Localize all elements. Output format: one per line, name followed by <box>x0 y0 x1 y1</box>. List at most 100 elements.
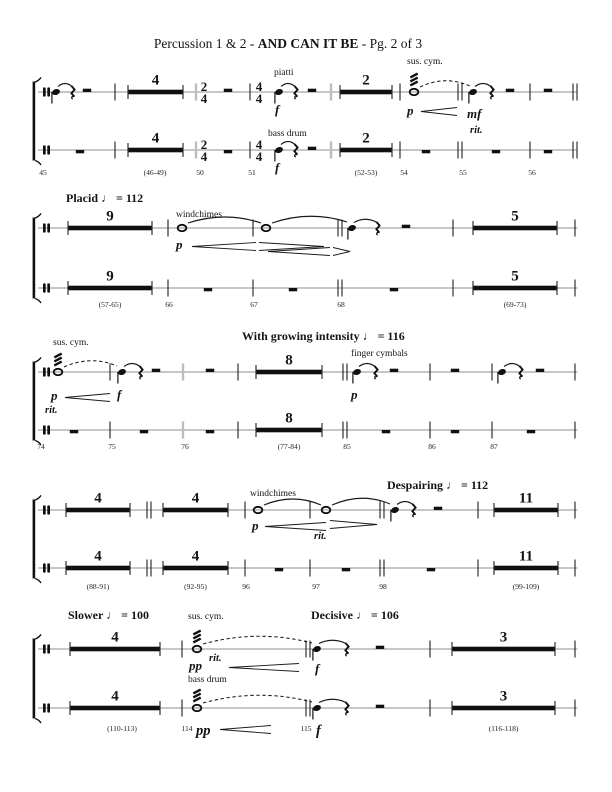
multirest-count: 4 <box>192 491 200 507</box>
time-signature-numerator: 2 <box>201 79 208 94</box>
slur <box>331 497 391 506</box>
measure-number: 86 <box>428 442 436 451</box>
half-rest <box>82 88 92 92</box>
dynamic-p: p <box>251 518 259 533</box>
measure-number: (99-109) <box>513 582 540 591</box>
slur <box>271 215 348 224</box>
dynamic-f: f <box>315 661 321 676</box>
measure-number: 67 <box>250 300 258 309</box>
multimeasure-rest <box>67 221 153 295</box>
measure-number: 51 <box>248 168 256 177</box>
quarter-rest <box>293 143 299 159</box>
half-rest <box>535 368 545 372</box>
dynamic-f: f <box>117 387 123 402</box>
multirest-count: 11 <box>519 549 533 565</box>
multirest-count: 2 <box>362 73 370 89</box>
tie <box>353 218 378 224</box>
half-rest <box>307 88 317 92</box>
barlines <box>114 83 578 159</box>
half-rest <box>433 506 443 510</box>
time-signature-denominator: 4 <box>201 91 208 106</box>
rit-marking: rit. <box>314 531 327 542</box>
whole-rest <box>381 430 391 434</box>
system-bracket <box>32 213 42 304</box>
rit-marking: rit. <box>209 653 222 664</box>
measure-number: (46-49) <box>144 168 167 177</box>
tie <box>280 140 296 145</box>
quarter-rest <box>293 85 299 101</box>
multimeasure-rest <box>451 642 556 715</box>
tempo-marking: Placid ♩ = 112 <box>66 191 143 205</box>
tie <box>396 500 414 505</box>
system-bracket <box>32 77 42 166</box>
multimeasure-rest <box>472 221 558 295</box>
crescendo-hairpin <box>420 107 458 116</box>
whole-rest <box>421 150 431 154</box>
measure-number: 96 <box>242 582 250 591</box>
dynamic-f: f <box>275 102 281 117</box>
multirest-count: 5 <box>511 209 519 225</box>
measure-number: 54 <box>400 168 408 177</box>
time-signature-numerator: 4 <box>256 137 263 152</box>
whole-rest <box>75 150 85 154</box>
measure-number: (110-113) <box>107 724 137 733</box>
multimeasure-rest <box>493 503 559 575</box>
quarter-note <box>497 367 507 384</box>
quarter-rest <box>373 365 379 381</box>
barlines-gray <box>194 83 333 159</box>
barlines <box>109 363 576 439</box>
dynamic-f: f <box>275 160 281 175</box>
whole-rest <box>69 430 79 434</box>
whole-rest <box>205 430 215 434</box>
multirest-count: 3 <box>500 630 508 646</box>
dynamic-p: p <box>175 237 183 252</box>
whole-rest <box>450 430 460 434</box>
tie <box>318 698 347 704</box>
measure-number: (77-84) <box>278 442 301 451</box>
system-4: 4 4 4 4 windchimes p rit. Despairing ♩ =… <box>32 478 578 591</box>
multimeasure-rest <box>127 85 184 157</box>
instrument-label: piatti <box>274 68 294 78</box>
barlines <box>181 640 576 717</box>
system-5: Slower ♩ = 100 sus. cym. Decisive ♩ = 10… <box>32 608 578 739</box>
measure-number: (88-91) <box>87 582 110 591</box>
half-rest <box>375 645 385 649</box>
whole-rest <box>426 568 436 572</box>
measure-number: 55 <box>459 168 467 177</box>
measure-number: 75 <box>108 442 116 451</box>
tempo-marking: Despairing ♩ = 112 <box>387 478 488 492</box>
half-rest <box>389 368 399 372</box>
dashed-tie <box>202 635 313 645</box>
quarter-note <box>51 87 61 104</box>
whole-rest <box>274 568 284 572</box>
dynamic-p: p <box>406 103 414 118</box>
multirest-count: 3 <box>500 689 508 705</box>
instrument-label: bass drum <box>188 675 227 685</box>
half-rest <box>401 224 411 228</box>
measure-number: 114 <box>181 724 192 733</box>
half-rest <box>205 368 215 372</box>
quarter-rest <box>489 85 495 101</box>
instrument-label: finger cymbals <box>351 348 408 359</box>
half-rest <box>151 368 161 372</box>
dynamic-pp: pp <box>188 658 203 673</box>
system-3: sus. cym. With growing intensity ♩ = 116… <box>32 329 578 451</box>
instrument-label: bass drum <box>268 129 307 139</box>
multimeasure-rest <box>255 365 323 437</box>
instrument-label: sus. cym. <box>53 338 89 348</box>
system-1: 4 4 2 4 2 4 4 4 4 4 piatti f bass drum f <box>32 57 578 177</box>
time-signature-denominator: 4 <box>201 149 208 164</box>
quarter-rest <box>138 365 144 381</box>
measure-number: 45 <box>39 168 47 177</box>
quarter-rest <box>518 365 524 381</box>
multirest-count: 4 <box>152 131 160 147</box>
time-signature-denominator: 4 <box>256 149 263 164</box>
multirest-count: 4 <box>94 549 102 565</box>
whole-rest <box>139 430 149 434</box>
measure-number: 76 <box>181 442 189 451</box>
tremolo <box>192 688 202 703</box>
measure-number: 98 <box>379 582 387 591</box>
half-rest <box>375 704 385 708</box>
quarter-note <box>347 223 357 240</box>
crescendo-hairpin <box>267 247 331 256</box>
